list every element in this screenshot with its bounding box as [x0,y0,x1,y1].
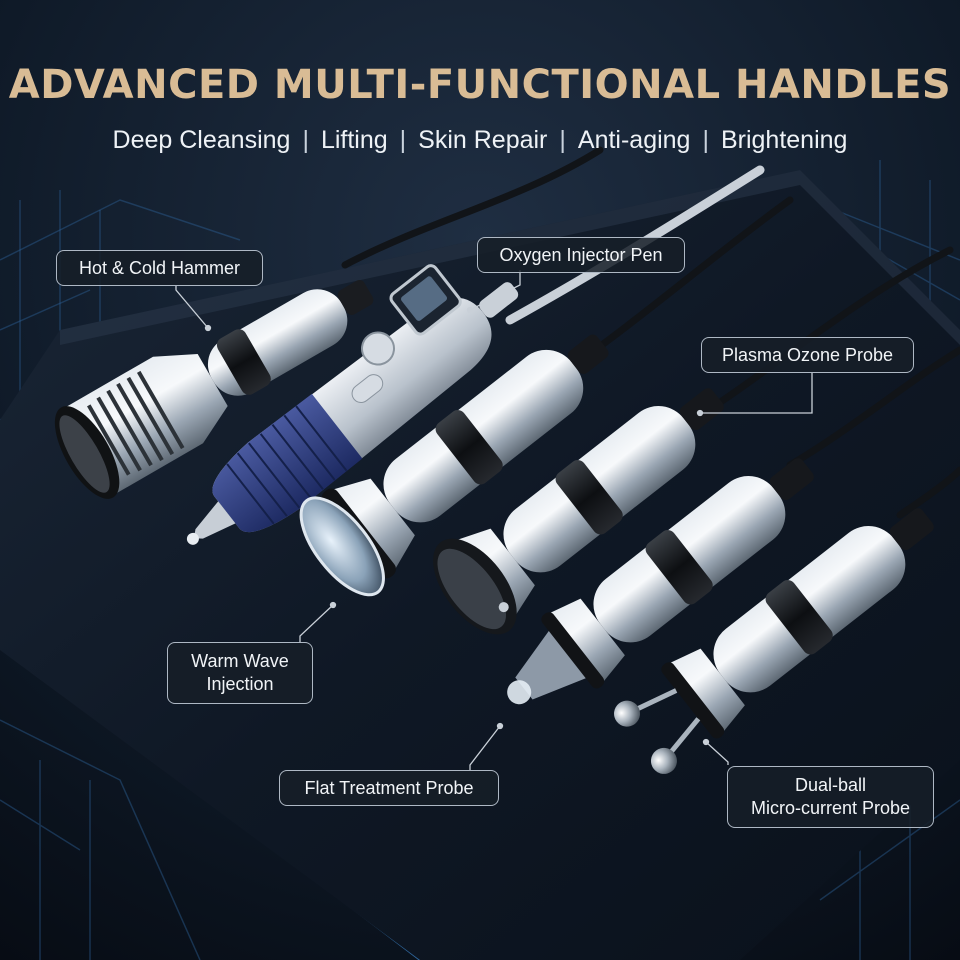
label-warm-wave-line1: Warm Wave [191,651,289,671]
label-plasma-ozone-probe: Plasma Ozone Probe [701,337,914,373]
benefit-deep-cleansing: Deep Cleansing [112,126,291,154]
benefit-separator: | [559,126,566,154]
benefit-skin-repair: Skin Repair [418,126,548,154]
benefit-anti-aging: Anti-aging [577,126,691,154]
label-flat-treatment-probe: Flat Treatment Probe [279,770,499,806]
label-oxygen-injector-pen: Oxygen Injector Pen [477,237,685,273]
benefit-lifting: Lifting [320,126,388,154]
benefit-separator: | [302,126,309,154]
benefit-separator: | [399,126,407,154]
benefit-brightening: Brightening [720,126,848,154]
label-dual-ball-line1: Dual-ball [794,775,867,795]
label-dual-ball-probe: Dual-ball Micro-current Probe [727,766,934,828]
label-warm-wave-injection: Warm Wave Injection [167,642,313,704]
label-dual-ball-line2: Micro-current Probe [750,798,911,818]
benefit-separator: | [702,126,709,154]
label-warm-wave-line2: Injection [206,674,274,694]
label-hot-cold-hammer: Hot & Cold Hammer [56,250,263,286]
benefits-subtitle: Deep Cleansing | Lifting | Skin Repair | Anti-… [0,126,960,155]
page-title: ADVANCED MULTI-FUNCTIONAL HANDLES [8,62,952,108]
